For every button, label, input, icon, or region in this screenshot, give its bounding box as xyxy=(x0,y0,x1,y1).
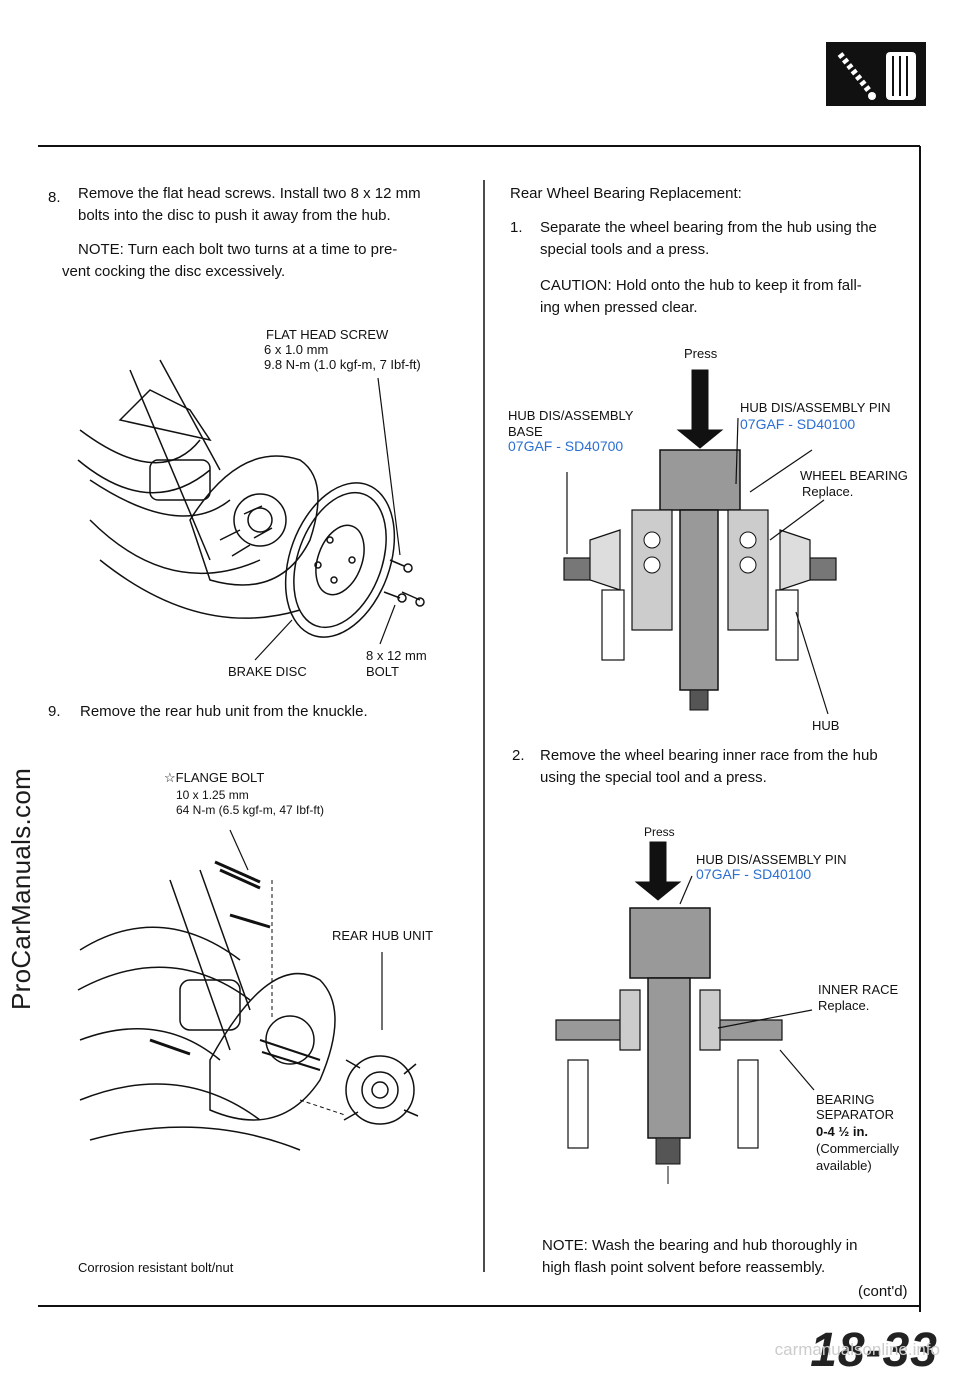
corrosion-footnote: Corrosion resistant bolt/nut xyxy=(78,1260,234,1275)
press-label-2: Press xyxy=(644,825,675,839)
inner-race-note: Replace. xyxy=(818,998,870,1013)
hub-base-label-1: HUB DIS/ASSEMBLY xyxy=(508,408,634,423)
hub-pin-code-2: 07GAF - SD40100 xyxy=(696,866,812,882)
step8-line2: bolts into the disc to push it away from… xyxy=(78,207,391,224)
step8-number: 8. xyxy=(48,189,61,206)
suspension-icon xyxy=(826,42,926,106)
hub-base-code: 07GAF - SD40700 xyxy=(508,438,624,454)
step1-line1: Separate the wheel bearing from the hub … xyxy=(540,219,877,236)
step2-line2: using the special tool and a press. xyxy=(540,769,767,786)
flat-head-screw-size: 6 x 1.0 mm xyxy=(264,342,329,357)
step8-line1: Remove the flat head screws. Install two… xyxy=(78,185,421,202)
step9-text: Remove the rear hub unit from the knuckl… xyxy=(80,703,368,720)
step8-note-line2: vent cocking the disc excessively. xyxy=(62,263,286,280)
hub-base-label-2: BASE xyxy=(508,424,543,439)
brake-disc-illustration xyxy=(77,359,425,661)
bearing-separator-size: 0-4 ½ in. xyxy=(816,1124,869,1139)
step1-number: 1. xyxy=(510,219,523,236)
rear-hub-unit-illustration xyxy=(77,829,419,1151)
hub-pin-label-2: HUB DIS/ASSEMBLY PIN xyxy=(696,852,847,867)
section-heading: Rear Wheel Bearing Replacement: xyxy=(510,185,742,202)
hub-pin-label: HUB DIS/ASSEMBLY PIN xyxy=(740,400,891,415)
step2-number: 2. xyxy=(512,747,525,764)
brake-disc-label: BRAKE DISC xyxy=(228,664,307,679)
note-line2: high flash point solvent before reassemb… xyxy=(542,1259,826,1276)
bottom-watermark: carmanualsonline.info xyxy=(774,1340,940,1359)
step9-number: 9. xyxy=(48,703,61,720)
rear-hub-unit-label: REAR HUB UNIT xyxy=(332,928,434,943)
bearing-separator-label-2: SEPARATOR xyxy=(816,1107,895,1122)
flange-bolt-torque: 64 N-m (6.5 kgf-m, 47 Ibf-ft) xyxy=(176,803,325,817)
press-setup-illustration xyxy=(563,369,837,715)
bearing-separator-note-2: available) xyxy=(816,1158,872,1173)
bearing-separator-illustration xyxy=(555,841,815,1184)
caution-line2: ing when pressed clear. xyxy=(540,299,698,316)
continued-label: (cont'd) xyxy=(858,1283,908,1300)
flange-bolt-label: ☆FLANGE BOLT xyxy=(164,770,265,785)
side-watermark: ProCarManuals.com xyxy=(6,767,36,1010)
bolt-label: BOLT xyxy=(366,664,399,679)
step1-line2: special tools and a press. xyxy=(540,241,710,258)
press-label-1: Press xyxy=(684,346,718,361)
step8-note-line1: NOTE: Turn each bolt two turns at a time… xyxy=(78,241,398,258)
flat-head-screw-label: FLAT HEAD SCREW xyxy=(266,327,389,342)
bolt-size-label: 8 x 12 mm xyxy=(366,648,427,663)
caution-line1: CAUTION: Hold onto the hub to keep it fr… xyxy=(540,277,862,294)
bearing-separator-label-1: BEARING xyxy=(816,1092,875,1107)
hub-label: HUB xyxy=(812,718,840,733)
step2-line1: Remove the wheel bearing inner race from… xyxy=(540,747,878,764)
wheel-bearing-label: WHEEL BEARING xyxy=(800,468,908,483)
note-line1: NOTE: Wash the bearing and hub thoroughl… xyxy=(542,1237,858,1254)
flat-head-screw-torque: 9.8 N-m (1.0 kgf-m, 7 Ibf-ft) xyxy=(264,357,421,372)
inner-race-label: INNER RACE xyxy=(818,982,899,997)
flange-bolt-size: 10 x 1.25 mm xyxy=(176,788,249,802)
hub-pin-code: 07GAF - SD40100 xyxy=(740,416,856,432)
bearing-separator-note-1: (Commercially xyxy=(816,1141,900,1156)
wheel-bearing-note: Replace. xyxy=(802,484,854,499)
